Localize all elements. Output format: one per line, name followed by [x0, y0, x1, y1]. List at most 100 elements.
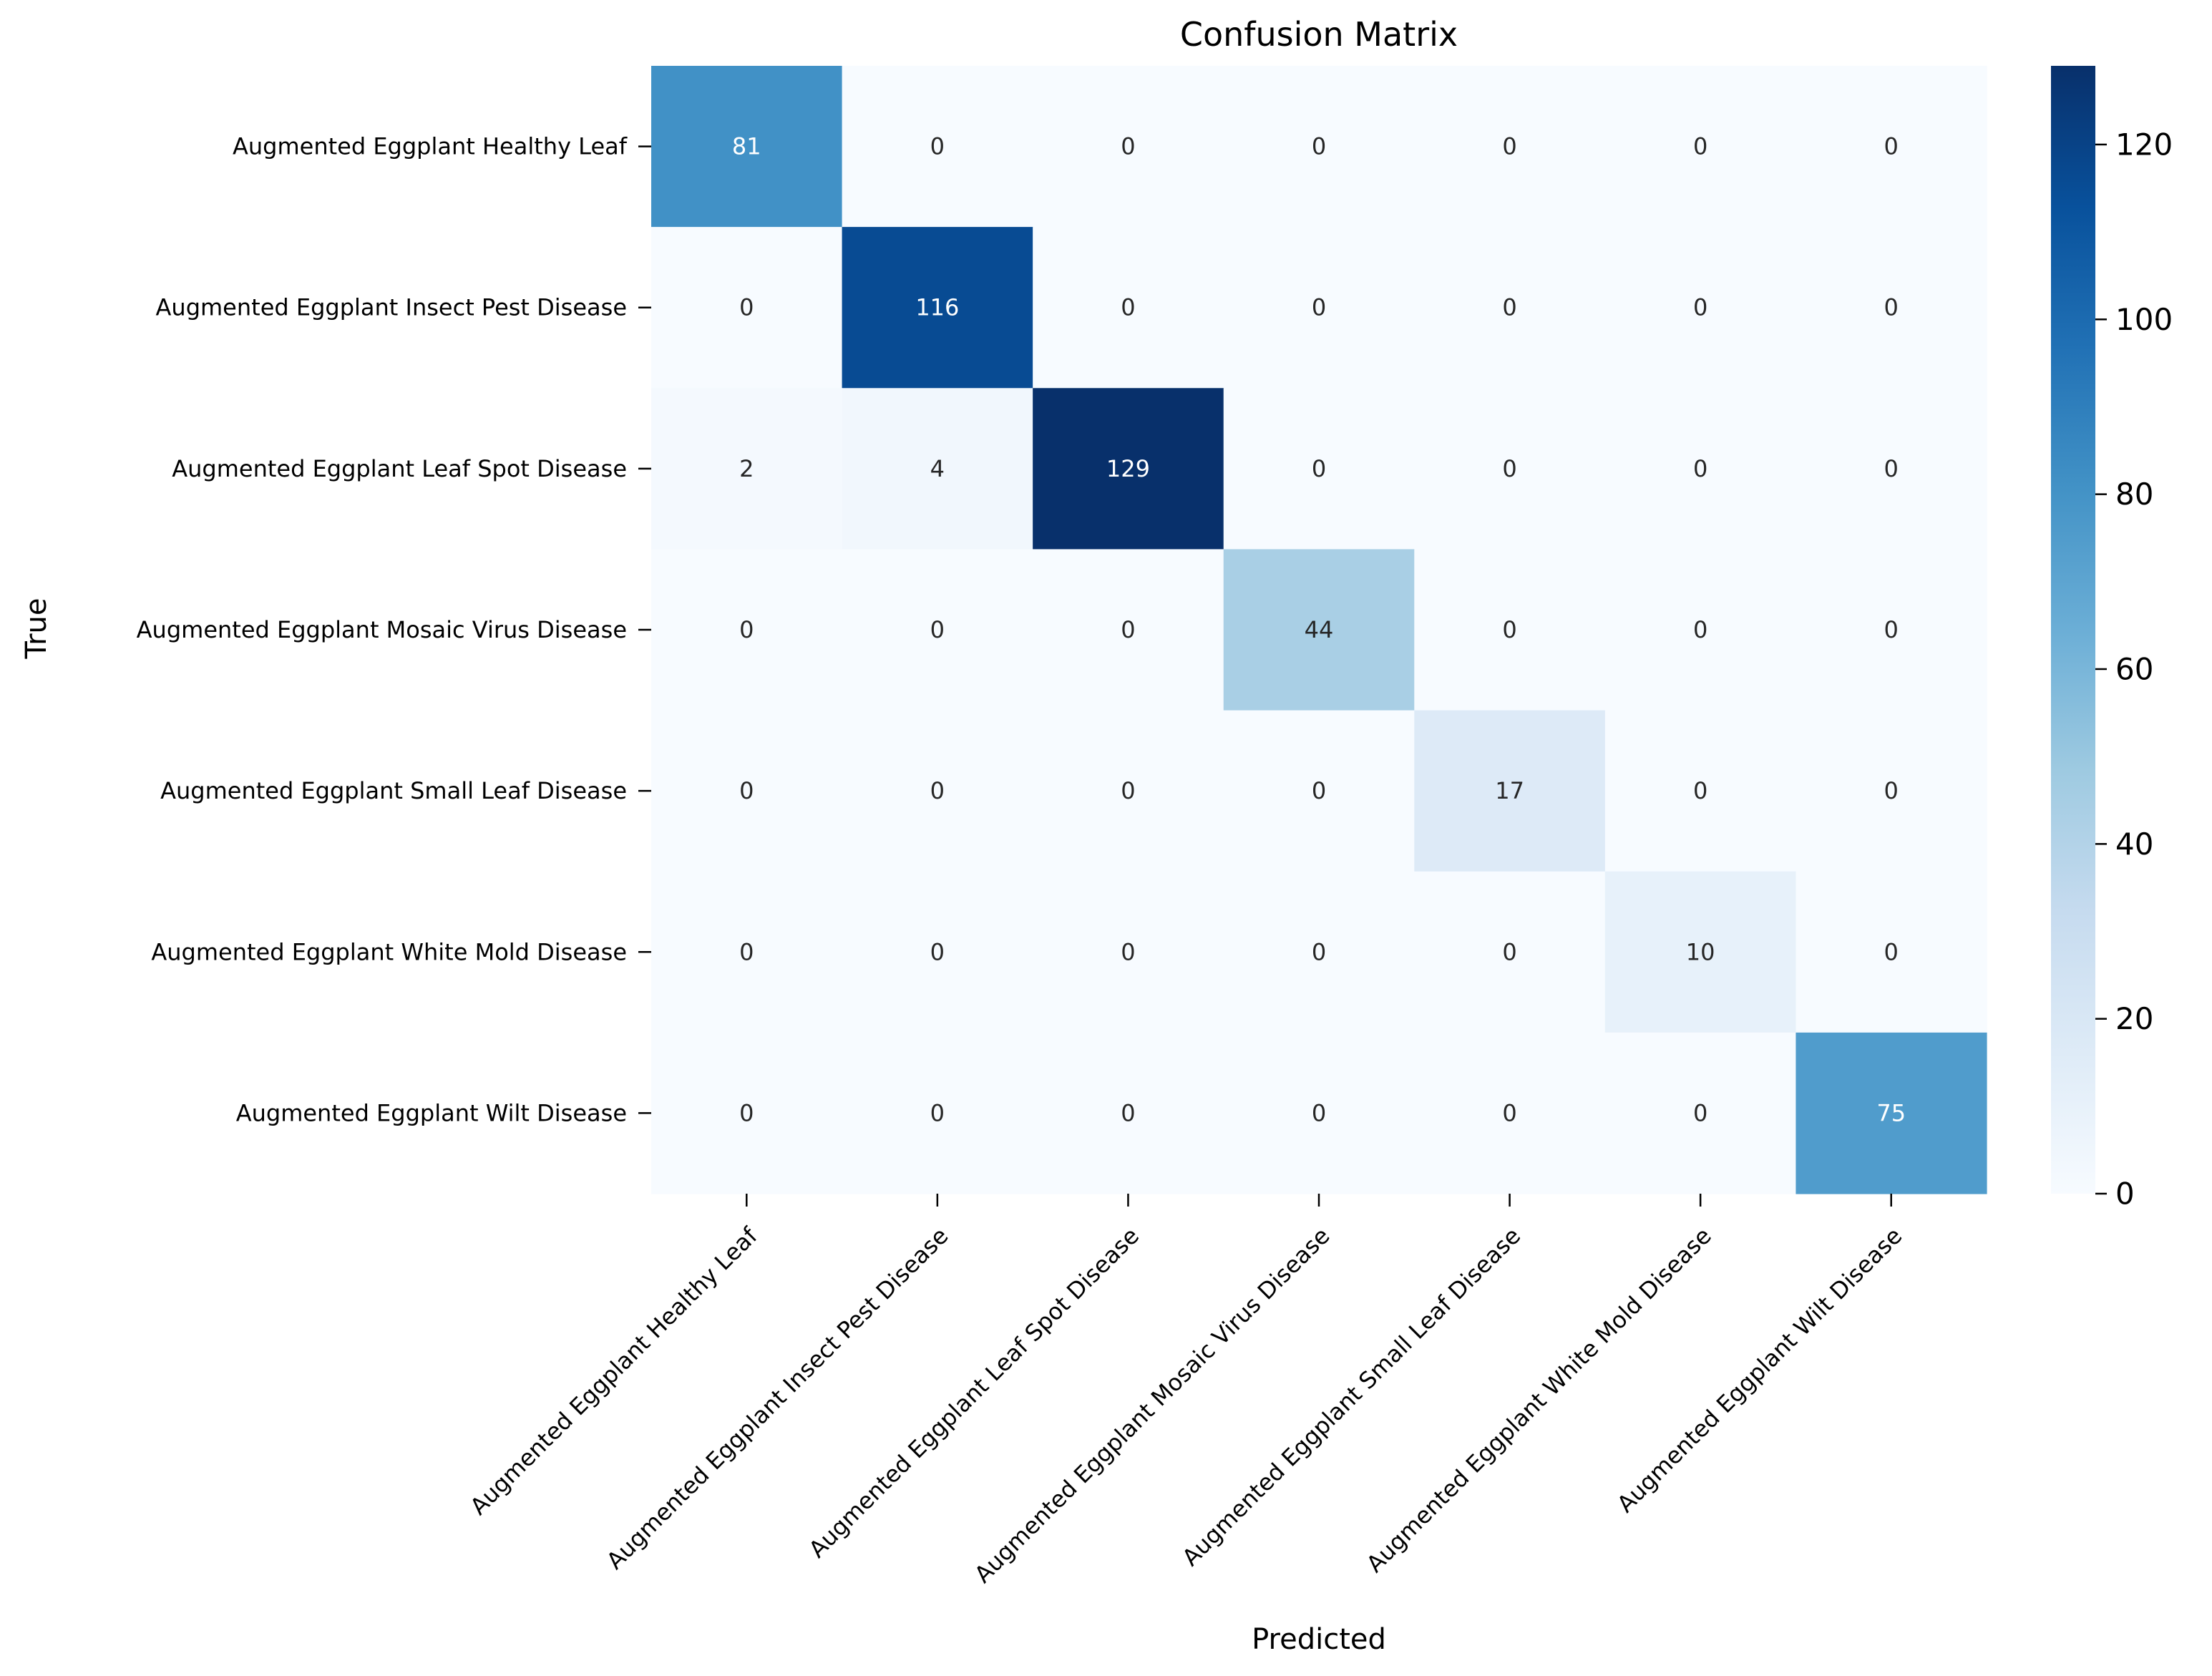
- colorbar-tick-label: 80: [2115, 477, 2153, 512]
- colorbar-tick-label: 0: [2115, 1176, 2135, 1212]
- cell-value-label: 0: [739, 1099, 754, 1126]
- cell-value-label: 0: [1884, 777, 1899, 804]
- cell-value-label: 10: [1686, 938, 1715, 965]
- cell-value-label: 0: [1121, 133, 1135, 160]
- heatmap-cell: [842, 66, 1033, 228]
- heatmap-cell: [1796, 1032, 1987, 1194]
- cell-value-label: 0: [1884, 938, 1899, 965]
- cell-value-label: 0: [1693, 777, 1707, 804]
- heatmap-cell: [1033, 227, 1224, 389]
- heatmap-cell: [1223, 388, 1415, 550]
- heatmap-cell: [1414, 227, 1606, 389]
- heatmap-cell: [1414, 871, 1606, 1033]
- cell-value-label: 0: [1502, 938, 1516, 965]
- colorbar-tick-label: 60: [2115, 651, 2153, 686]
- heatmap-cell: [1033, 66, 1224, 228]
- colorbar-tick-label: 100: [2115, 302, 2173, 337]
- x-tick-label: Augmented Eggplant Insect Pest Disease: [601, 1222, 953, 1574]
- x-tick-label: Augmented Eggplant Leaf Spot Disease: [804, 1222, 1144, 1563]
- heatmap-cell: [1604, 227, 1797, 389]
- heatmap-cell: [651, 227, 843, 389]
- x-tick-label: Augmented Eggplant White Mold Disease: [1361, 1222, 1717, 1578]
- y-tick-label: Augmented Eggplant Mosaic Virus Disease: [137, 616, 627, 643]
- cell-value-label: 0: [930, 938, 945, 965]
- cell-value-label: 0: [930, 133, 945, 160]
- heatmap-cell: [1796, 871, 1987, 1033]
- colorbar-tick-label: 120: [2115, 127, 2173, 162]
- heatmap-cell: [1414, 1032, 1606, 1194]
- heatmap-cell: [842, 871, 1033, 1033]
- heatmap-cell: [651, 871, 843, 1033]
- heatmap-cell: [651, 66, 843, 228]
- cell-value-label: 0: [739, 777, 754, 804]
- cell-value-label: 0: [1693, 294, 1707, 321]
- heatmap-cell: [1223, 710, 1415, 872]
- cell-value-label: 2: [739, 455, 754, 482]
- colorbar-tick-label: 40: [2115, 827, 2153, 862]
- cell-value-label: 0: [1121, 1099, 1135, 1126]
- heatmap-cell: [1604, 66, 1797, 228]
- cell-value-label: 0: [930, 616, 945, 643]
- y-tick-label: Augmented Eggplant White Mold Disease: [151, 938, 627, 965]
- y-tick-label: Augmented Eggplant Wilt Disease: [236, 1099, 627, 1126]
- cell-value-label: 4: [930, 455, 945, 482]
- heatmap-cell: [1033, 871, 1224, 1033]
- cell-value-label: 0: [1502, 294, 1516, 321]
- heatmap-cell: [842, 388, 1033, 550]
- heatmap-cell: [1796, 549, 1987, 711]
- cell-value-label: 0: [1693, 455, 1707, 482]
- cell-value-label: 0: [739, 938, 754, 965]
- cell-value-label: 0: [1121, 938, 1135, 965]
- heatmap-cell: [842, 549, 1033, 711]
- cell-value-label: 0: [1312, 455, 1326, 482]
- heatmap-cell: [1414, 710, 1606, 872]
- heatmap-cell: [1796, 66, 1987, 228]
- colorbar: [2051, 66, 2095, 1194]
- heatmap-cell: [1796, 710, 1987, 872]
- heatmap-cell: [1604, 710, 1797, 872]
- cell-value-label: 0: [1121, 294, 1135, 321]
- cell-value-label: 0: [1312, 938, 1326, 965]
- y-tick-label: Augmented Eggplant Insect Pest Disease: [156, 294, 627, 321]
- heatmap-cell: [1414, 549, 1606, 711]
- cell-value-label: 0: [1502, 455, 1516, 482]
- cell-value-label: 129: [1106, 455, 1150, 482]
- cell-value-label: 75: [1876, 1099, 1906, 1126]
- cell-value-label: 0: [930, 1099, 945, 1126]
- cell-value-label: 0: [1693, 133, 1707, 160]
- heatmap-cell: [651, 549, 843, 711]
- heatmap-cell: [842, 1032, 1033, 1194]
- cell-value-label: 0: [1884, 616, 1899, 643]
- cell-value-label: 0: [1693, 1099, 1707, 1126]
- heatmap-cell: [1223, 1032, 1415, 1194]
- y-tick-label: Augmented Eggplant Leaf Spot Disease: [172, 455, 627, 482]
- chart-title: Confusion Matrix: [1180, 15, 1458, 54]
- cell-value-label: 0: [1884, 455, 1899, 482]
- cell-value-label: 0: [1502, 133, 1516, 160]
- heatmap-cell: [1223, 227, 1415, 389]
- heatmap-cell: [1796, 227, 1987, 389]
- heatmap-cell: [1604, 871, 1797, 1033]
- cell-value-label: 0: [1312, 1099, 1326, 1126]
- cell-value-label: 0: [1312, 777, 1326, 804]
- heatmap-cell: [651, 1032, 843, 1194]
- heatmap-cell: [1033, 388, 1224, 550]
- cell-value-label: 0: [1884, 294, 1899, 321]
- heatmap-cells: [651, 66, 1987, 1194]
- cell-value-label: 0: [1121, 616, 1135, 643]
- y-tick-label: Augmented Eggplant Healthy Leaf: [233, 133, 628, 160]
- cell-value-label: 0: [739, 294, 754, 321]
- heatmap-cell: [1414, 66, 1606, 228]
- y-axis-label: True: [20, 598, 53, 660]
- heatmap-cell: [1223, 66, 1415, 228]
- cell-value-label: 17: [1495, 777, 1524, 804]
- x-axis-label: Predicted: [1252, 1623, 1386, 1656]
- heatmap-cell: [1414, 388, 1606, 550]
- heatmap-cell: [651, 388, 843, 550]
- x-tick-label: Augmented Eggplant Mosaic Virus Disease: [969, 1222, 1335, 1588]
- cell-value-label: 0: [1693, 616, 1707, 643]
- heatmap-cell: [1033, 710, 1224, 872]
